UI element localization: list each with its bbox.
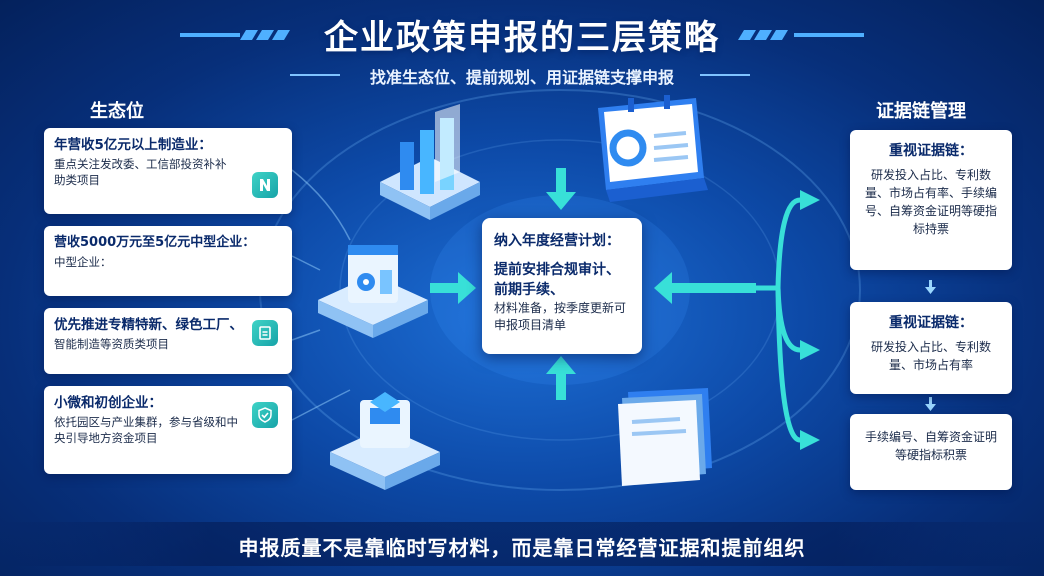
right-column-heading: 证据链管理 [876,101,966,122]
annual-plan-body: 材料准备，按季度更新可申报项目清单 [494,301,627,332]
ecology-card-title: 优先推进专精特新、绿色工厂、 [54,317,243,333]
ecology-card-title: 小微和初创企业： [54,395,162,411]
annual-plan-title: 纳入年度经营计划： [494,233,620,249]
annual-plan-card: 纳入年度经营计划： 提前安排合规审计、前期手续、 材料准备，按季度更新可申报项目… [482,218,642,354]
shield-check-icon [252,402,278,428]
ecology-card-body: 依托园区与产业集群，参与省级和中央引导地方资金项目 [54,415,238,445]
subtitle-line-right [700,74,750,76]
title-deco-right [738,30,864,40]
arrow-left-into-center [654,272,756,304]
ecology-card-1: 年营收5亿元以上制造业： 重点关注发改委、工信部投资补补助类项目 [44,128,292,214]
arrow-right-into-center [430,272,476,304]
ecology-card-2: 营收5000万元至5亿元中型企业： 中型企业： [44,226,292,296]
document-icon [252,320,278,346]
subtitle-line-left [290,74,340,76]
ecology-card-4: 小微和初创企业： 依托园区与产业集群，参与省级和中央引导地方资金项目 [44,386,292,474]
arrow-up-into-center [546,356,576,400]
evidence-card-body: 研发投入占比、专利数量、市场占有率、手续编号、自筹资金证明等硬指标持票 [864,168,997,236]
left-column-heading: 生态位 [90,101,144,122]
evidence-card-title: 重视证据链： [889,315,973,331]
documents-illustration [618,388,712,486]
gear-box-illustration [318,245,428,338]
evidence-card-1: 重视证据链： 研发投入占比、专利数量、市场占有率、手续编号、自筹资金证明等硬指标… [850,130,1012,270]
page-title: 企业政策申报的三层策略 [324,18,720,58]
report-board-illustration [598,95,708,202]
ecology-card-body: 智能制造等资质类项目 [54,337,169,351]
arrow-down-into-center [546,168,576,210]
evidence-card-body: 研发投入占比、专利数量、市场占有率 [870,340,991,372]
footer-text: 申报质量不是靠临时写材料，而是靠日常经营证据和提前组织 [238,536,806,560]
bar-chart-illustration [380,104,480,220]
evidence-card-body: 手续编号、自筹资金证明等硬指标积票 [864,430,997,462]
ecology-card-body: 重点关注发改委、工信部投资补补助类项目 [54,157,227,187]
small-down-arrows [925,280,936,411]
branch-arrowheads [800,190,820,450]
evidence-card-title: 重视证据链： [889,143,973,159]
footer-bar [0,522,1044,566]
title-deco-left [180,30,290,40]
evidence-card-3: 手续编号、自筹资金证明等硬指标积票 [850,414,1012,490]
shield-n-icon [252,172,278,198]
ecology-card-title: 年营收5亿元以上制造业： [54,137,212,153]
branch-connector [756,197,801,443]
ecology-card-title: 营收5000万元至5亿元中型企业： [54,235,256,250]
ecology-card-3: 优先推进专精特新、绿色工厂、 智能制造等资质类项目 [44,308,292,374]
evidence-card-2: 重视证据链： 研发投入占比、专利数量、市场占有率 [850,302,1012,394]
subtitle: 找准生态位、提前规划、用证据链支撑申报 [369,68,674,87]
annual-plan-main: 提前安排合规审计、前期手续、 [494,262,620,298]
ecology-card-body: 中型企业： [54,255,112,269]
layer-box-illustration [330,392,440,490]
